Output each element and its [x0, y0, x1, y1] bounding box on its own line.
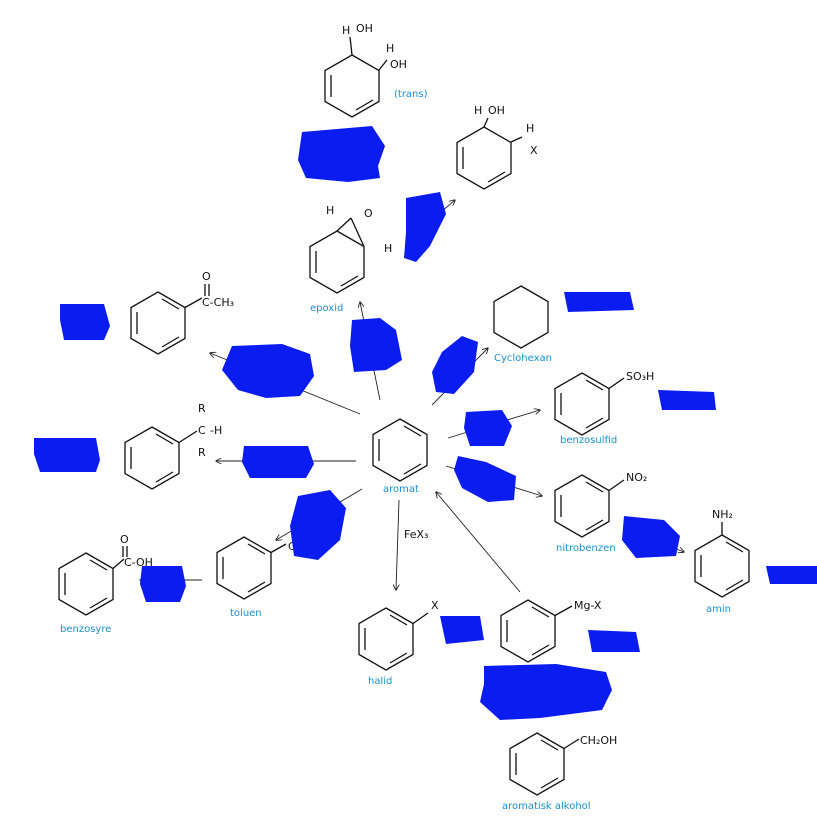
nitro-label: nitrobenzen: [556, 543, 616, 554]
diol-substituent-bonds: [349, 36, 388, 71]
toluene-ring: [216, 536, 287, 600]
amine-ring: [694, 522, 750, 598]
reagent-halogenation: FeX₃: [404, 528, 428, 541]
epoxide-o: O: [364, 207, 373, 220]
cyclohexane-label: Cyclohexan: [494, 353, 552, 364]
benzoic-label: benzosyre: [60, 624, 111, 635]
compound-names: (trans) epoxid aromat Cyclohexan benzosu…: [60, 89, 731, 812]
grignard-substituent: Mg-X: [574, 599, 602, 612]
scribble-amine-reagent: [766, 566, 817, 584]
benzoic-o: O: [120, 533, 129, 546]
benzoic-carbonyl-bonds: [122, 546, 128, 557]
epoxide-ring: [309, 217, 365, 294]
scribble-epoxidation: [350, 318, 402, 372]
diol-label: (trans): [394, 89, 428, 100]
halide-x: X: [431, 599, 439, 612]
alkyl-c: C: [198, 424, 206, 437]
grignard-ring: [500, 599, 573, 663]
halohydrin-oh: OH: [488, 104, 505, 117]
halohydrin-ring: [456, 126, 512, 190]
scribble-nitration: [454, 456, 516, 502]
diol-h1: H: [342, 24, 350, 37]
epoxide-h2: H: [384, 242, 392, 255]
scribble-sulfonic-reagent: [658, 390, 716, 410]
scribble-alkylation: [242, 446, 314, 478]
center-benzene-ring: [372, 418, 428, 482]
scribble-alkyl-reagent: [34, 438, 100, 472]
diol-ring: [324, 54, 380, 118]
scribble-sulfonation: [464, 410, 512, 446]
alcohol-label: aromatisk alkohol: [502, 801, 591, 812]
scribble-epoxide-halohydrin: [404, 192, 446, 262]
halohydrin-x: X: [530, 144, 538, 157]
center-label: aromat: [383, 484, 419, 495]
scribble-ketone-reagent: [60, 304, 110, 340]
alkyl-ring: [124, 426, 198, 490]
diol-oh2: OH: [390, 58, 407, 71]
alkyl-r2: R: [198, 446, 206, 459]
scribble-methylation: [290, 490, 346, 560]
scribble-reduction: [622, 516, 680, 558]
benzoic-ring: [58, 552, 125, 616]
nitro-ring: [554, 474, 625, 538]
halide-ring: [358, 607, 429, 671]
halohydrin-h1: H: [474, 104, 482, 117]
toluene-label: toluen: [230, 608, 262, 619]
nitro-substituent: NO₂: [626, 471, 647, 484]
scribble-halide-reagent: [440, 616, 484, 644]
atom-labels: H OH H OH H OH H X H O H O C-CH₃ R C -H …: [120, 22, 733, 747]
alkyl-r1: R: [198, 402, 206, 415]
ketone-carbonyl-bonds: [204, 284, 210, 296]
alcohol-substituent: CH₂OH: [580, 734, 617, 747]
alcohol-ring: [509, 732, 580, 796]
scribble-cyclohexane-reagent: [564, 292, 634, 312]
sulfonic-substituent: SO₃H: [626, 370, 654, 383]
diol-h2: H: [386, 42, 394, 55]
alkyl-h: -H: [210, 424, 222, 437]
ketone-ring: [130, 291, 203, 355]
halohydrin-h2: H: [526, 122, 534, 135]
ketone-o: O: [202, 270, 211, 283]
amine-substituent: NH₂: [712, 508, 733, 521]
epoxide-label: epoxid: [310, 303, 343, 314]
scribble-grignard-alcohol: [480, 664, 612, 720]
epoxide-h1: H: [326, 204, 334, 217]
scribble-oxidation: [140, 566, 186, 602]
sulfonic-ring: [554, 372, 625, 436]
scribble-acylation: [222, 344, 314, 398]
arrow-to-halide: [396, 499, 400, 590]
benzoic-coh: C-OH: [124, 556, 153, 569]
scribble-diol-epoxide: [298, 126, 385, 182]
scribble-grignard-reagent: [588, 630, 640, 652]
redaction-scribbles: [34, 126, 817, 720]
ketone-ch3: C-CH₃: [202, 296, 234, 309]
halide-label: halid: [368, 676, 392, 687]
arrow-grignard-to-center: [436, 492, 521, 593]
sulfonic-label: benzosulfid: [560, 435, 617, 446]
cyclohexane-ring: [493, 285, 549, 349]
amine-label: amin: [706, 604, 731, 615]
diol-oh1: OH: [356, 22, 373, 35]
halohydrin-substituent-bonds: [483, 117, 523, 143]
scribble-cyclohexane-arrow: [432, 336, 478, 394]
